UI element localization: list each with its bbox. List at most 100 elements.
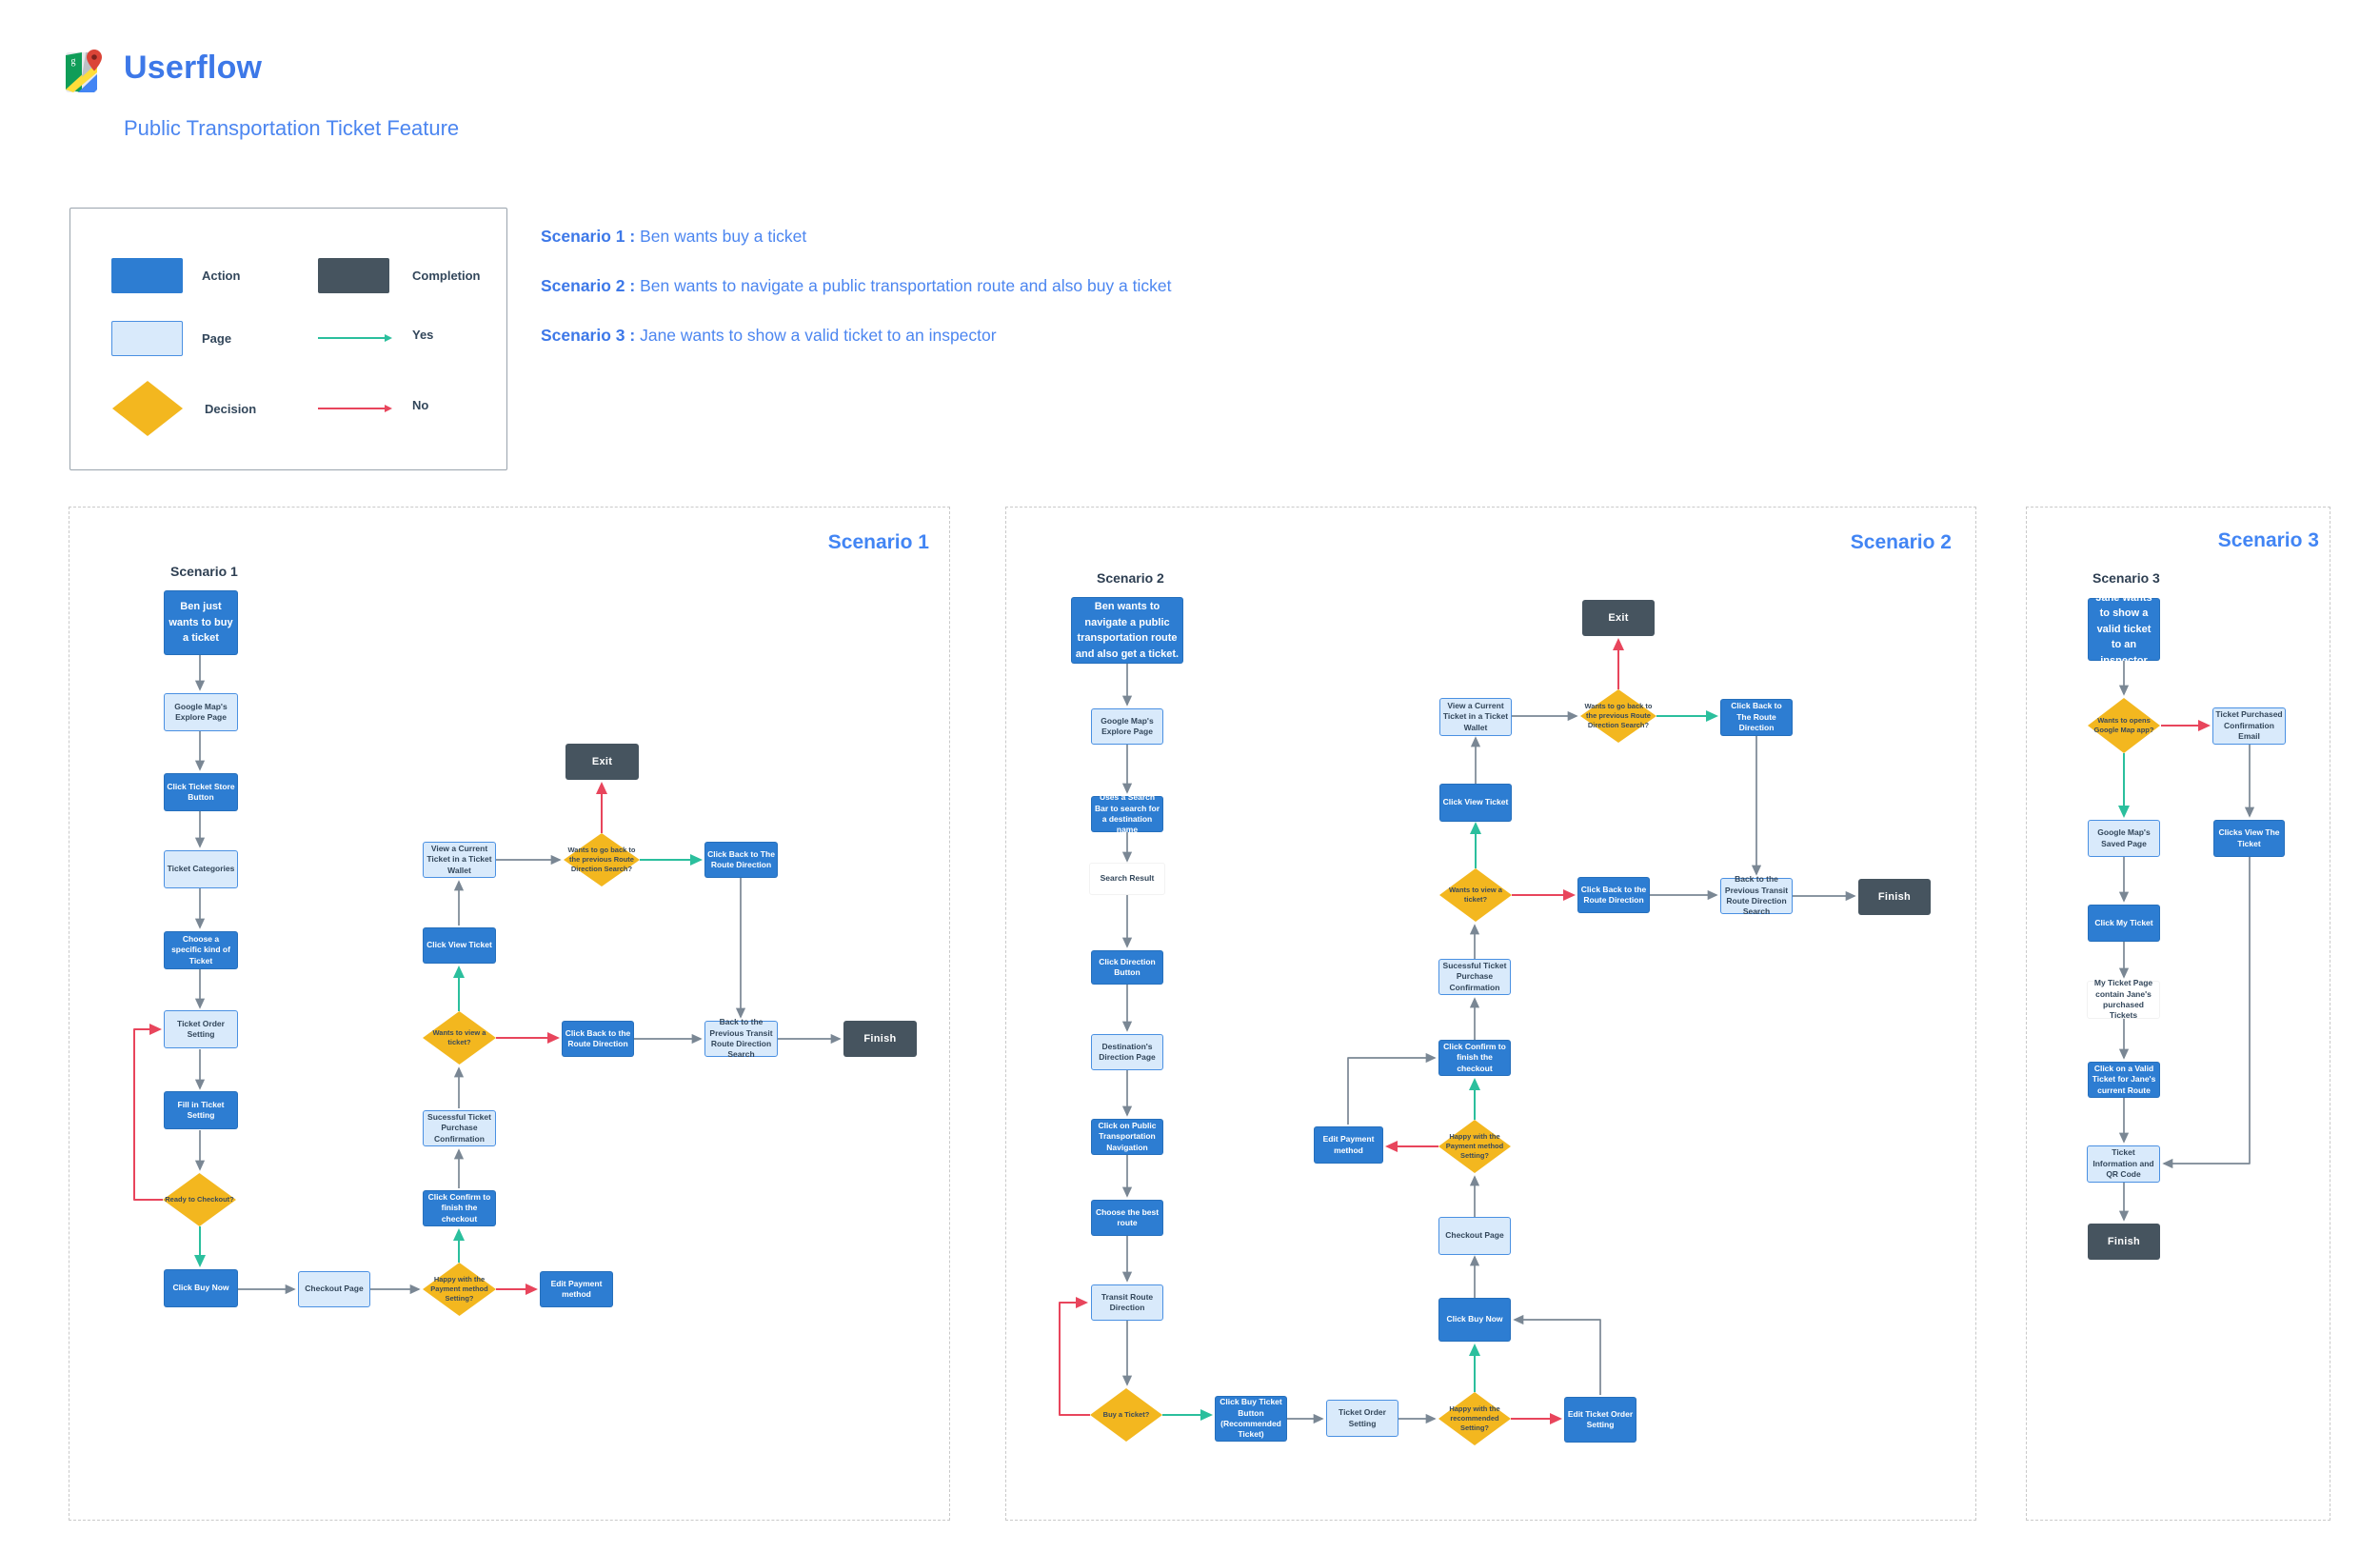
node-s1-back-previous: Back to the Previous Transit Route Direc… [704,1017,778,1059]
scenario-2-description-text: Ben wants to navigate a public transport… [635,276,1172,295]
node-label: Click Buy Ticket Button (Recommended Tic… [1220,1397,1282,1440]
node-label: Click Buy Now [1446,1314,1503,1324]
panel-title-3: Scenario 3 [2217,529,2319,551]
node-s3-click-my-ticket: Click My Ticket [2088,905,2160,942]
node-s1-success-confirmation: Sucessful Ticket Purchase Confirmation [423,1110,496,1146]
node-label: Ben just wants to buy a ticket [169,601,233,645]
flow-heading-1: Scenario 1 [170,564,238,579]
node-label: Wants to go back to the previous Route D… [567,846,636,873]
node-label: Transit Route Direction [1101,1291,1154,1312]
scenario-panel-3 [2026,507,2330,1521]
node-s2-view-current-ticket: View a Current Ticket in a Ticket Wallet [1439,698,1512,736]
node-s2-edit-payment: Edit Payment method [1314,1126,1383,1164]
yes-arrow-icon [318,334,392,342]
node-label: View a Current Ticket in a Ticket Wallet [1442,700,1509,732]
node-label: Search Result [1100,873,1155,884]
node-label: Click View Ticket [1442,797,1509,807]
node-s1-exit: Exit [565,744,639,780]
panel-title-2: Scenario 2 [1850,531,1952,553]
node-s2-transit-route: Transit Route Direction [1091,1284,1163,1321]
legend-yes-label: Yes [412,328,434,342]
node-s1-click-ticket-store: Click Ticket Store Button [164,773,238,811]
node-s3-wants-open-gmap: Wants to opens Google Map app? [2088,698,2160,753]
page-subtitle: Public Transportation Ticket Feature [124,116,460,140]
node-label: Wants to go back to the previous Route D… [1584,702,1653,729]
node-label: Choose a specific kind of Ticket [171,933,230,966]
node-label: Finish [863,1033,897,1045]
no-arrow-icon [318,405,392,412]
node-label: Click Buy Now [172,1283,229,1293]
node-s3-confirmation-email: Ticket Purchased Confirmation Email [2212,707,2286,745]
node-s2-buy-ticket: Buy a Ticket? [1090,1388,1162,1442]
node-label: Click Direction Button [1099,956,1156,977]
node-label: View a Current Ticket in a Ticket Wallet [426,843,492,875]
svg-text:g: g [71,56,76,67]
scenario-2-description: Scenario 2 : Ben wants to navigate a pub… [541,276,1171,296]
legend-box: Action Completion Page Yes Decision No [69,208,507,470]
node-label: Exit [591,756,613,767]
node-label: Finish [2107,1236,2141,1247]
node-label: Click Back to the Route Direction [565,1027,631,1048]
node-label: Edit Payment method [1322,1134,1375,1155]
legend-decision-label: Decision [205,402,257,416]
node-s2-choose-best-route: Choose the best route [1091,1200,1163,1236]
legend-completion-swatch [318,258,389,293]
node-label: Sucessful Ticket Purchase Confirmation [1442,960,1507,992]
node-s1-ready-checkout: Ready to Checkout? [163,1173,236,1226]
legend-completion-label: Completion [412,269,481,283]
node-label: Click View Ticket [426,940,492,950]
page-title: Userflow [124,50,263,86]
node-label: Ticket Purchased Confirmation Email [2215,709,2283,742]
node-s1-edit-payment: Edit Payment method [540,1271,613,1307]
node-s3-my-ticket-page: My Ticket Page contain Jane's purchased … [2087,978,2160,1020]
node-s2-click-back-the-route: Click Back to The Route Direction [1720,699,1793,736]
node-label: Ticket Order Setting [1339,1407,1386,1428]
node-label: Checkout Page [305,1284,364,1294]
node-s1-choose-ticket: Choose a specific kind of Ticket [164,931,238,969]
node-label: Edit Ticket Order Setting [1567,1408,1634,1429]
node-s2-click-view-ticket: Click View Ticket [1439,784,1512,822]
node-label: Exit [1608,612,1629,624]
node-s2-wants-go-back: Wants to go back to the previous Route D… [1580,689,1656,743]
node-s2-checkout-page: Checkout Page [1438,1217,1511,1255]
node-s2-success-confirmation: Sucessful Ticket Purchase Confirmation [1438,959,1511,995]
scenario-3-description-label: Scenario 3 : [541,326,636,345]
node-label: Buy a Ticket? [1102,1410,1150,1420]
node-label: Click Back to the Route Direction [1580,884,1647,905]
node-s1-explore-page: Google Map's Explore Page [164,693,238,731]
node-label: Click Ticket Store Button [167,781,235,802]
node-s1-view-current-ticket: View a Current Ticket in a Ticket Wallet [423,842,496,878]
node-s2-explore-page: Google Map's Explore Page [1091,708,1163,745]
node-label: Edit Payment method [550,1278,603,1299]
node-label: Wants to opens Google Map app? [2093,716,2154,734]
node-label: Click on Public Transportation Navigatio… [1098,1120,1157,1152]
scenario-3-description: Scenario 3 : Jane wants to show a valid … [541,326,997,346]
node-label: Wants to view a ticket? [432,1028,486,1046]
node-label: Back to the Previous Transit Route Direc… [709,1017,773,1060]
node-label: Click My Ticket [2094,917,2153,927]
node-label: Fill in Ticket Setting [177,1099,225,1120]
node-s1-fill-ticket-setting: Fill in Ticket Setting [164,1091,238,1129]
node-label: Ticket Order Setting [177,1018,225,1039]
node-s1-click-view-ticket: Click View Ticket [423,927,496,964]
node-label: Happy with the Payment method Setting? [430,1275,488,1303]
node-s3-click-valid-ticket: Click on a Valid Ticket for Jane's curre… [2088,1062,2160,1098]
scenario-2-description-label: Scenario 2 : [541,276,636,295]
node-s3-gmaps-saved-page: Google Map's Saved Page [2088,820,2160,857]
node-label: Jane wants to show a valid ticket to an … [2095,591,2152,667]
node-s2-happy-payment: Happy with the Payment method Setting? [1438,1120,1511,1173]
node-label: Ben wants to navigate a public transport… [1075,601,1180,660]
node-s2-start: Ben wants to navigate a public transport… [1071,597,1183,664]
node-label: Ticket Information and QR Code [2092,1147,2154,1180]
scenario-1-description-text: Ben wants buy a ticket [635,227,807,246]
node-s1-happy-payment: Happy with the Payment method Setting? [423,1263,496,1316]
node-s2-click-buy-ticket-btn: Click Buy Ticket Button (Recommended Tic… [1215,1396,1287,1442]
scenario-1-description: Scenario 1 : Ben wants buy a ticket [541,227,806,247]
scenario-3-description-text: Jane wants to show a valid ticket to an … [635,326,997,345]
node-s1-checkout-page: Checkout Page [298,1271,370,1307]
scenario-panel-1 [69,507,950,1521]
node-s1-start: Ben just wants to buy a ticket [164,590,238,655]
node-s2-destination-page: Destination's Direction Page [1091,1034,1163,1070]
node-label: Click Back to The Route Direction [1731,701,1782,733]
